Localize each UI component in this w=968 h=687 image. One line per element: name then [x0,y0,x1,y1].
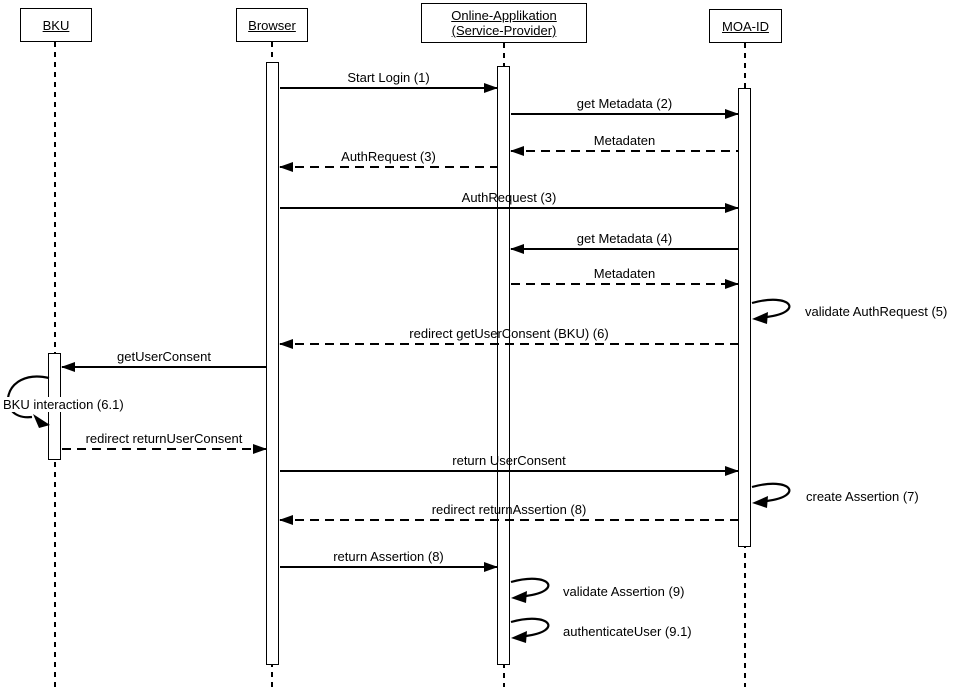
message-label: Metadaten [593,266,656,281]
activation-bar-moa-id [738,88,751,547]
message-label: AuthRequest (3) [341,149,436,164]
self-message-arc-icon [751,298,791,324]
self-message-arc-icon [510,617,550,643]
self-message-validate-assertion [510,576,562,611]
actor-label-browser: Browser [248,17,296,33]
actor-box-moa-id: MOA-ID [709,9,782,43]
message-start-login: Start Login (1) [280,70,498,93]
arrow-line [511,113,738,115]
actor-label-moa-id: MOA-ID [722,18,769,34]
arrowhead-right-icon [725,109,739,119]
self-message-label: create Assertion (7) [806,489,919,504]
message-redirect-getuserconsent: redirect getUserConsent (BKU) (6) [279,326,738,349]
self-message-arc-icon [751,482,791,508]
arrow-line-dashed [280,166,497,168]
message-label: Start Login (1) [347,70,430,85]
message-get-metadata-2: get Metadata (2) [511,96,739,119]
actor-label-bku: BKU [42,17,70,33]
message-label: redirect returnUserConsent [85,431,243,446]
arrow-line [511,248,738,250]
self-message-label: authenticateUser (9.1) [563,624,692,639]
message-authrequest: AuthRequest (3) [280,190,739,213]
activation-bar-online-applikation [497,66,510,665]
arrow-line-dashed [62,448,266,450]
actor-label-online-applikation: Online-Applikation (Service-Provider) [451,8,557,38]
self-message-label: validate Assertion (9) [563,584,685,599]
message-redirect-returnuserconsent: redirect returnUserConsent [62,431,267,454]
message-return-userconsent: return UserConsent [280,453,739,476]
message-metadaten-1: Metadaten [510,133,738,156]
arrow-line-dashed [280,519,738,521]
self-message-validate-authrequest [751,297,803,332]
arrow-line [280,207,738,209]
arrowhead-right-icon [725,279,739,289]
message-return-assertion: return Assertion (8) [280,549,498,572]
message-label: return UserConsent [452,453,566,468]
message-getuserconsent: getUserConsent [61,349,266,372]
arrowhead-right-icon [484,83,498,93]
self-message-label: validate AuthRequest (5) [805,304,948,319]
arrow-line [280,87,497,89]
message-label: redirect getUserConsent (BKU) (6) [409,326,609,341]
message-metadaten-2: Metadaten [511,266,739,289]
message-label: return Assertion (8) [333,549,444,564]
message-label: AuthRequest (3) [461,190,557,205]
arrowhead-left-icon [279,339,293,349]
arrowhead-right-icon [484,562,498,572]
arrowhead-right-icon [725,203,739,213]
message-label: Metadaten [593,133,656,148]
arrow-line-dashed [511,150,738,152]
arrow-line-dashed [280,343,738,345]
message-label: get Metadata (2) [576,96,673,111]
arrowhead-right-icon [253,444,267,454]
self-message-authenticateuser [510,616,562,651]
message-label: getUserConsent [117,349,211,364]
self-message-arc-icon [6,375,50,428]
activation-bar-browser [266,62,279,665]
message-authrequest-response: AuthRequest (3) [279,149,497,172]
arrowhead-left-icon [279,515,293,525]
message-label: get Metadata (4) [576,231,673,246]
actor-box-bku: BKU [20,8,92,42]
self-message-arc-icon [510,577,550,603]
arrowhead-left-icon [279,162,293,172]
arrowhead-left-icon [510,244,524,254]
arrow-line-dashed [511,283,738,285]
arrowhead-right-icon [725,466,739,476]
message-redirect-returnassertion: redirect returnAssertion (8) [279,502,738,525]
self-message-label: BKU interaction (6.1) [2,397,125,412]
arrowhead-left-icon [510,146,524,156]
arrow-line [62,366,266,368]
actor-box-online-applikation: Online-Applikation (Service-Provider) [421,3,587,43]
message-label: redirect returnAssertion (8) [431,502,587,517]
message-get-metadata-4: get Metadata (4) [510,231,738,254]
arrow-line [280,566,497,568]
arrow-line [280,470,738,472]
self-message-bku-interaction [0,375,52,436]
actor-box-browser: Browser [236,8,308,42]
arrowhead-left-icon [61,362,75,372]
self-message-create-assertion [751,481,803,516]
